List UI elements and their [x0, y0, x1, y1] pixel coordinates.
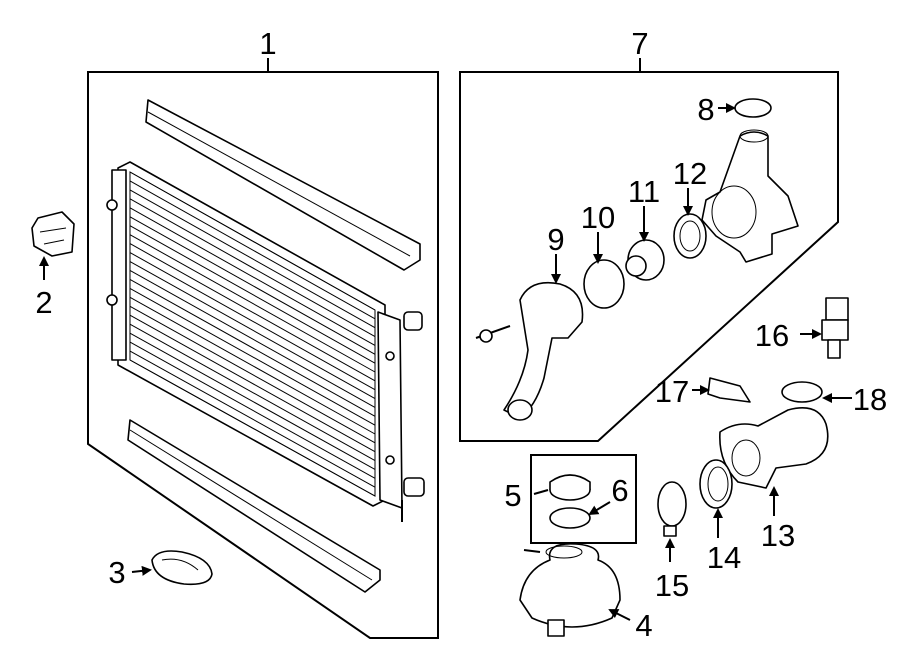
callout-9: 9 [547, 222, 564, 257]
radiator-group-frame [87, 58, 439, 639]
part-16-sensor [821, 297, 849, 359]
callout-12: 12 [673, 156, 707, 191]
callout-14: 14 [707, 540, 741, 575]
part-15-clamp [657, 481, 687, 537]
callout-15: 15 [655, 568, 689, 603]
part-6-seal [549, 507, 591, 529]
part-8-ring [734, 98, 772, 118]
upper-seal-strip [145, 99, 421, 271]
lower-seal-strip [127, 419, 381, 593]
part-5-cap [549, 474, 591, 501]
callout-13: 13 [761, 518, 795, 553]
callout-11: 11 [628, 174, 660, 209]
part-13-flange [719, 407, 829, 489]
part-4-expansion-tank [519, 543, 621, 637]
coolant-housing [701, 129, 799, 263]
leader-arrows [39, 103, 852, 621]
callout-5: 5 [504, 478, 521, 513]
callout-6: 6 [611, 473, 628, 508]
callout-16: 16 [755, 318, 789, 353]
callout-7: 7 [631, 26, 648, 61]
callout-3: 3 [108, 555, 125, 590]
callout-17: 17 [655, 374, 689, 409]
callout-2: 2 [35, 285, 52, 320]
part-9-cover [475, 281, 584, 421]
cap-group-box [530, 454, 637, 544]
part-14-ring [699, 459, 733, 509]
part-2-bracket [31, 211, 75, 257]
callout-1: 1 [259, 26, 276, 61]
thermostat-group-frame [459, 58, 839, 442]
callout-4: 4 [635, 608, 652, 643]
callout-18: 18 [853, 382, 887, 417]
part-3-grommet [151, 550, 213, 586]
part-10-oring [583, 259, 625, 309]
part-12-ring [673, 213, 707, 259]
callout-10: 10 [581, 200, 615, 235]
radiator-core [106, 161, 425, 522]
part-18-ring [781, 381, 823, 403]
part-17-gasket [707, 377, 751, 403]
callout-8: 8 [697, 92, 714, 127]
part-11-thermostat [625, 239, 665, 281]
